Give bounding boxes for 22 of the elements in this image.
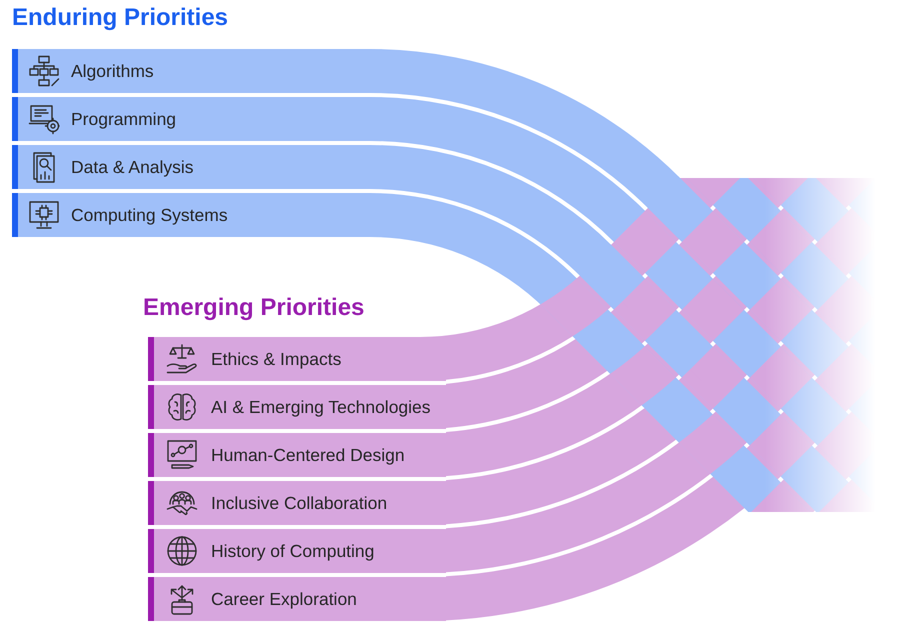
band-label: History of Computing	[211, 541, 374, 561]
priority-band	[148, 433, 446, 477]
priority-band	[12, 193, 370, 237]
priority-band	[12, 97, 370, 141]
band-label: Human-Centered Design	[211, 445, 405, 465]
priority-band	[148, 337, 446, 381]
priority-band	[12, 145, 370, 189]
band-label: Career Exploration	[211, 589, 357, 609]
section-heading: Emerging Priorities	[143, 293, 364, 323]
section-heading: Enduring Priorities	[12, 3, 228, 33]
band-label: Computing Systems	[71, 205, 228, 225]
band-label: Programming	[71, 109, 176, 129]
band-label: AI & Emerging Technologies	[211, 397, 431, 417]
priority-band	[12, 49, 370, 93]
band-label: Algorithms	[71, 61, 154, 81]
priority-band	[148, 481, 446, 525]
priority-band	[148, 529, 446, 573]
band-label: Inclusive Collaboration	[211, 493, 388, 513]
band-label: Data & Analysis	[71, 157, 194, 177]
priority-band	[148, 385, 446, 429]
priority-band	[148, 577, 446, 621]
band-label: Ethics & Impacts	[211, 349, 342, 369]
